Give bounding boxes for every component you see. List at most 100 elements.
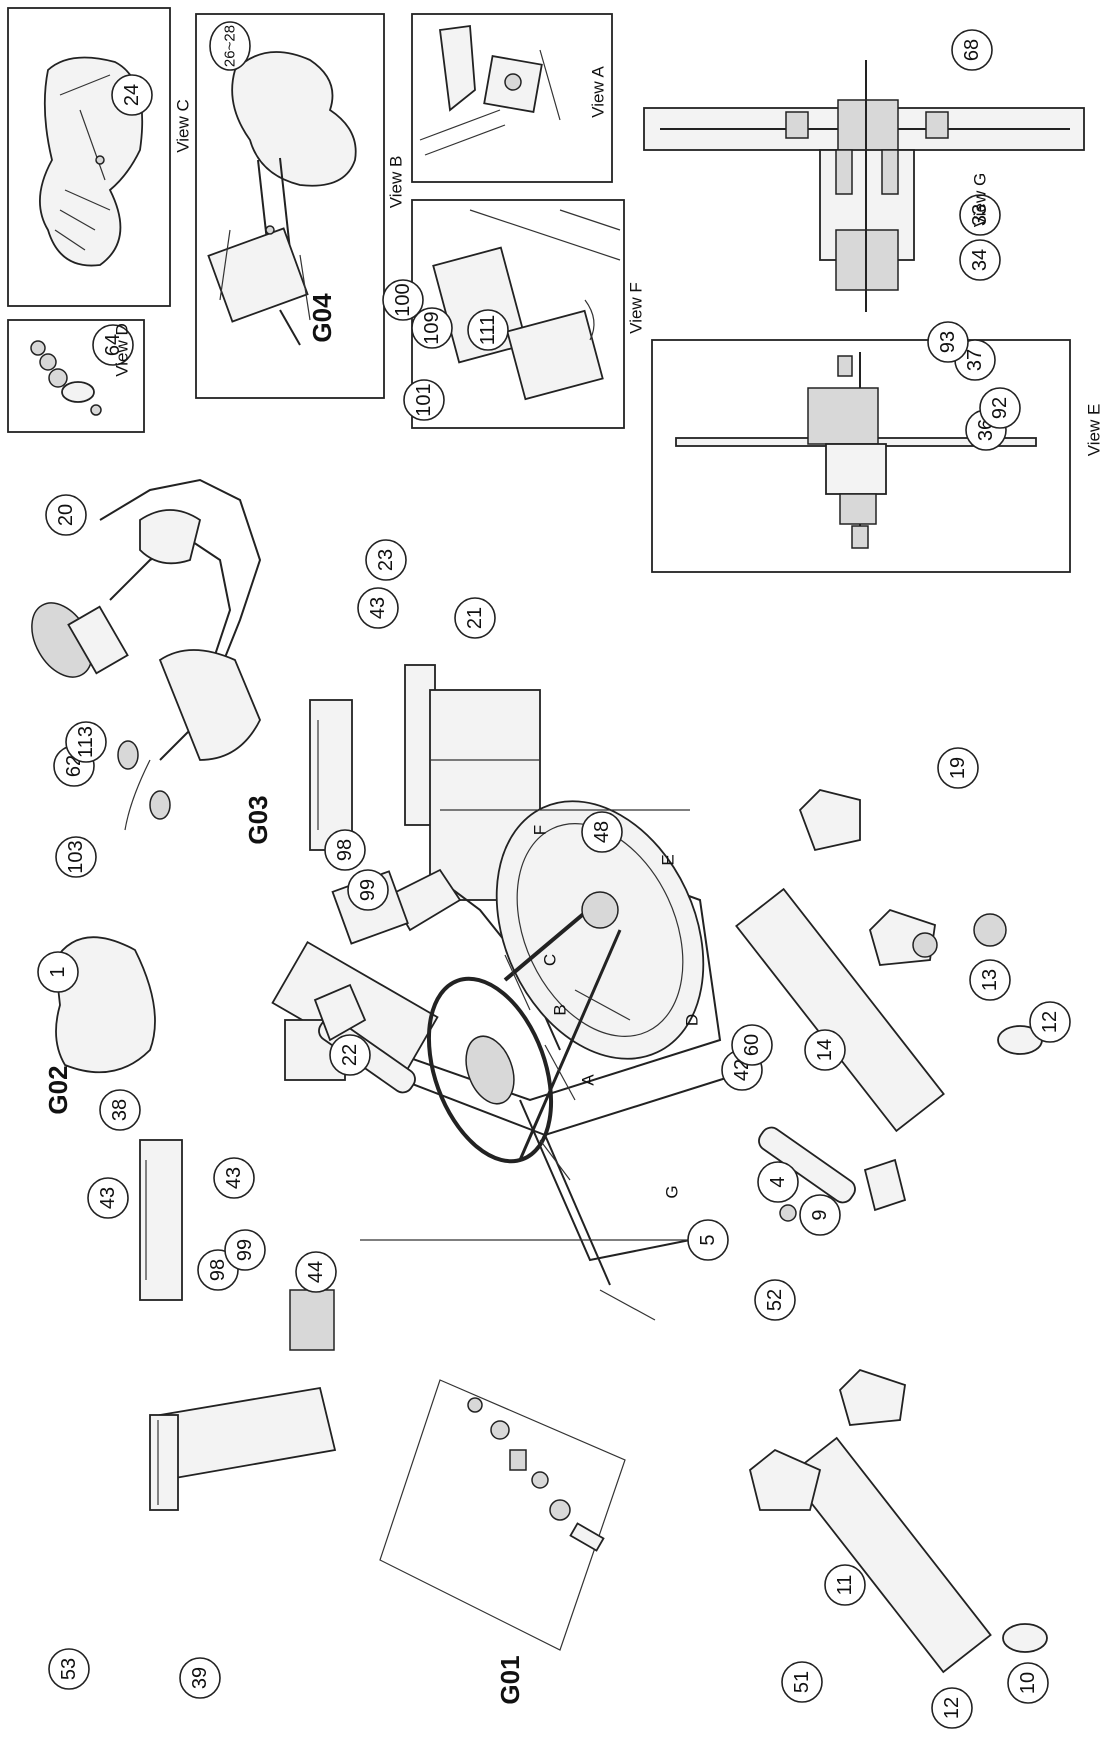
part-number-label: 43 bbox=[97, 1187, 119, 1209]
callout-circle bbox=[937, 747, 979, 789]
part-callout: 103 bbox=[55, 836, 97, 878]
callout-circle bbox=[959, 194, 1001, 236]
callout-circle bbox=[799, 1194, 841, 1236]
part-number-label: 34 bbox=[969, 249, 991, 271]
part-callout: 109 bbox=[411, 307, 453, 349]
front-stabilizer bbox=[735, 789, 1043, 1133]
part-number-label: 23 bbox=[375, 549, 397, 571]
view-ref-letter-f: F bbox=[531, 825, 550, 835]
part-callout: 14 bbox=[804, 1029, 846, 1071]
callout-circle bbox=[111, 74, 153, 116]
part-callout: 12 bbox=[1029, 1001, 1071, 1043]
part-callout: 20 bbox=[45, 494, 87, 536]
handlebar-rail bbox=[309, 664, 541, 901]
callout-circle bbox=[731, 1024, 773, 1066]
part-callout: 43 bbox=[213, 1157, 255, 1199]
callout-circle bbox=[45, 494, 87, 536]
part-number-label: 33 bbox=[969, 204, 991, 226]
part-number-label: 52 bbox=[764, 1289, 786, 1311]
callout-circle bbox=[687, 1219, 729, 1261]
callout-circle bbox=[411, 307, 453, 349]
seat bbox=[54, 936, 156, 1074]
part-callout: 68 bbox=[951, 29, 993, 71]
g01-parts bbox=[379, 1379, 626, 1651]
part-callout: 11 bbox=[824, 1564, 866, 1606]
view-ref-letter-e: E bbox=[659, 854, 678, 865]
part-callouts: 145910111212131419202122232426~283334363… bbox=[37, 21, 1071, 1729]
part-callout: 4 bbox=[757, 1161, 799, 1203]
callout-circle bbox=[454, 597, 496, 639]
view-label-g: View G bbox=[971, 173, 990, 228]
part-number-label: 68 bbox=[961, 39, 983, 61]
view-label-f: View F bbox=[627, 282, 646, 334]
callout-circle bbox=[969, 959, 1011, 1001]
part-number-label: 12 bbox=[941, 1697, 963, 1719]
callout-circle bbox=[927, 321, 969, 363]
part-callout: 26~28 bbox=[209, 21, 251, 71]
callout-circle bbox=[48, 1648, 90, 1690]
part-number-label: 44 bbox=[305, 1261, 327, 1283]
callout-circle bbox=[87, 1177, 129, 1219]
view-ref-letter-b: B bbox=[551, 1004, 570, 1015]
callout-circle bbox=[1007, 1662, 1049, 1704]
view-label-e: View E bbox=[1085, 404, 1104, 457]
part-number-label: 39 bbox=[189, 1667, 211, 1689]
view-e-box bbox=[651, 339, 1071, 573]
group-label-g02: G02 bbox=[43, 1065, 73, 1114]
part-callout: 38 bbox=[99, 1089, 141, 1131]
part-number-label: 99 bbox=[234, 1239, 256, 1261]
part-callout: 64 bbox=[92, 324, 134, 366]
part-callout: 60 bbox=[731, 1024, 773, 1066]
callout-circle bbox=[209, 21, 251, 71]
seat-post bbox=[149, 1386, 337, 1511]
part-number-label: 38 bbox=[109, 1099, 131, 1121]
part-callout: 44 bbox=[295, 1251, 337, 1293]
view-ref-letter-a: A bbox=[579, 1074, 598, 1086]
callout-circle bbox=[781, 1661, 823, 1703]
part-number-label: 103 bbox=[65, 840, 87, 873]
part-number-label: 9 bbox=[809, 1209, 831, 1220]
part-callout: 12 bbox=[931, 1687, 973, 1729]
part-number-label: 113 bbox=[75, 726, 97, 758]
callout-circle bbox=[804, 1029, 846, 1071]
callout-circle bbox=[65, 721, 107, 763]
part-number-label: 99 bbox=[357, 879, 379, 901]
handlebar-assembly bbox=[31, 478, 262, 831]
part-number-label: 53 bbox=[58, 1658, 80, 1680]
part-callout: 99 bbox=[224, 1229, 266, 1271]
part-callout: 48 bbox=[581, 811, 623, 853]
part-number-label: 24 bbox=[121, 84, 143, 106]
part-number-label: 14 bbox=[814, 1039, 836, 1061]
part-callout: 34 bbox=[959, 239, 1001, 281]
callout-circle bbox=[99, 1089, 141, 1131]
part-callout: 9 bbox=[799, 1194, 841, 1236]
part-callout: 33 bbox=[959, 194, 1001, 236]
callout-circle bbox=[329, 1034, 371, 1076]
view-b-box bbox=[195, 13, 385, 399]
part-number-label: 93 bbox=[937, 331, 959, 353]
group-label-g04: G04 bbox=[307, 293, 337, 343]
seat-post-insert bbox=[289, 1289, 335, 1351]
part-number-label: 109 bbox=[421, 311, 443, 344]
part-number-label: 92 bbox=[989, 397, 1011, 419]
part-callout: 23 bbox=[365, 539, 407, 581]
part-callout: 21 bbox=[454, 597, 496, 639]
part-number-label: 101 bbox=[413, 383, 435, 416]
part-number-label: 20 bbox=[55, 504, 77, 526]
callout-circle bbox=[754, 1279, 796, 1321]
callout-circle bbox=[951, 29, 993, 71]
view-c-box bbox=[7, 7, 171, 307]
part-number-label: 21 bbox=[464, 607, 486, 629]
callout-circle bbox=[824, 1564, 866, 1606]
belt-pulley bbox=[426, 891, 622, 1164]
callout-circle bbox=[357, 587, 399, 629]
callout-circle bbox=[757, 1161, 799, 1203]
part-callout: 52 bbox=[754, 1279, 796, 1321]
part-callout: 101 bbox=[403, 379, 445, 421]
part-callout: 43 bbox=[87, 1177, 129, 1219]
part-number-label: 111 bbox=[477, 315, 499, 345]
callout-circle bbox=[324, 829, 366, 871]
part-callout: 39 bbox=[179, 1657, 221, 1699]
part-number-label: 4 bbox=[767, 1176, 789, 1187]
